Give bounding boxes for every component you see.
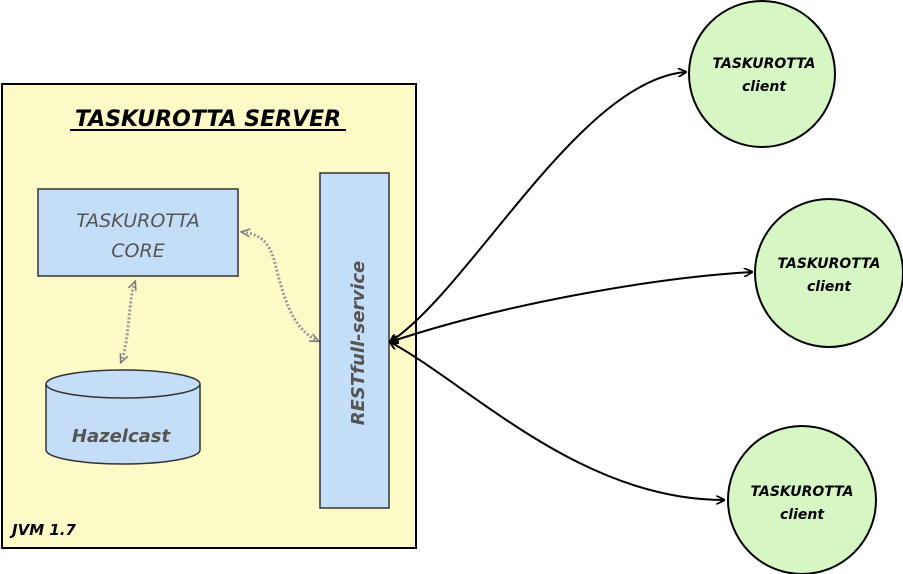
client-node-1 xyxy=(688,0,836,148)
core-rest-link xyxy=(242,232,318,343)
rest-service-label: RESTfull-service xyxy=(348,261,369,425)
client-2-label-line2: client xyxy=(807,279,852,295)
client-node-2 xyxy=(754,198,903,348)
core-label-line2: CORE xyxy=(111,240,164,262)
client-2-label-line1: TASKUROTTA xyxy=(778,256,881,272)
rest-client-2-arrow xyxy=(390,272,752,342)
core-label-line1: TASKUROTTA xyxy=(76,210,200,232)
client-3-label-line2: client xyxy=(780,507,825,523)
rest-service-box xyxy=(319,172,390,509)
rest-client-3-arrow xyxy=(390,342,724,500)
core-hazelcast-link xyxy=(121,282,135,362)
rest-client-1-arrow xyxy=(390,72,686,342)
hazelcast-cylinder xyxy=(45,369,201,465)
jvm-label: JVM 1.7 xyxy=(9,521,76,539)
client-node-3 xyxy=(727,425,877,574)
hazelcast-label: Hazelcast xyxy=(72,426,172,447)
client-3-label-line1: TASKUROTTA xyxy=(751,484,854,500)
client-1-label-line1: TASKUROTTA xyxy=(713,56,816,72)
core-box xyxy=(37,188,239,277)
client-1-label-line2: client xyxy=(742,79,787,95)
server-title: TASKUROTTA SERVER xyxy=(75,107,341,132)
